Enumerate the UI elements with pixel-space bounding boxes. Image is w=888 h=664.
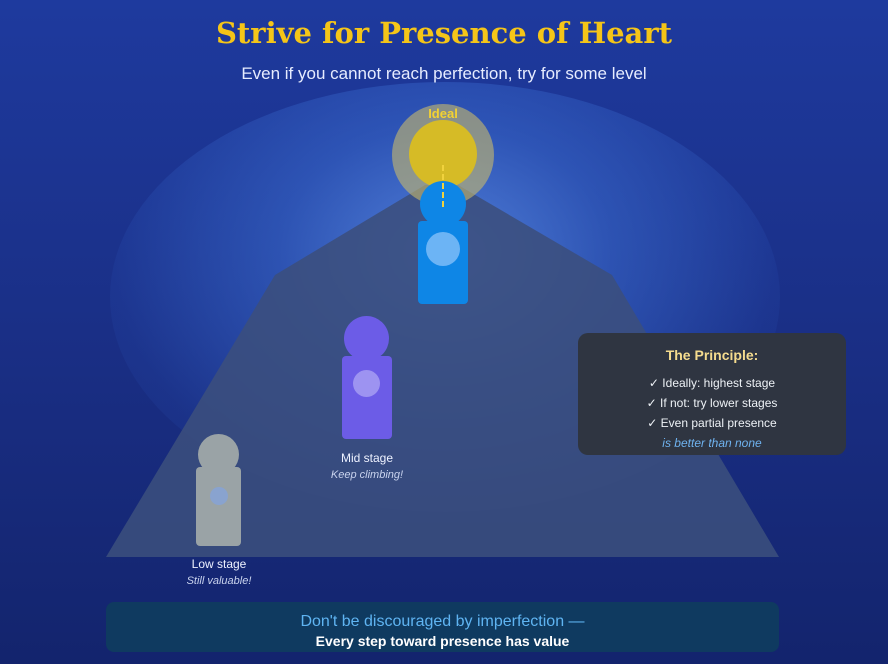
principle-item: ✓ If not: try lower stages xyxy=(646,396,778,410)
footer-banner: Don't be discouraged by imperfection — E… xyxy=(106,602,779,652)
principle-title: The Principle: xyxy=(665,347,759,363)
mountain-shape xyxy=(106,185,779,557)
principle-note: is better than none xyxy=(662,436,762,450)
low-figure-body xyxy=(196,467,241,546)
low-figure-heart-icon xyxy=(210,487,228,505)
principle-item: ✓ Even partial presence xyxy=(647,416,777,430)
sun-connector-line xyxy=(442,165,444,207)
low-stage-label: Low stage xyxy=(191,557,247,571)
page-subtitle: Even if you cannot reach perfection, try… xyxy=(241,64,647,83)
top-figure-heart-icon xyxy=(426,232,460,266)
mid-stage-label: Mid stage xyxy=(340,451,394,465)
mid-figure-head xyxy=(344,316,389,361)
principle-item: ✓ Ideally: highest stage xyxy=(648,376,776,390)
mid-stage-note: Keep climbing! xyxy=(330,469,404,481)
low-stage-note: Still valuable! xyxy=(186,575,252,587)
mid-figure-body xyxy=(342,356,392,439)
page-title: Strive for Presence of Heart xyxy=(215,16,673,50)
footer-line-2: Every step toward presence has value xyxy=(315,633,570,649)
mid-figure-heart-icon xyxy=(353,370,380,397)
principle-box: The Principle: ✓ Ideally: highest stage … xyxy=(578,333,846,455)
footer-line-1: Don't be discouraged by imperfection — xyxy=(300,613,585,630)
ideal-label: Ideal xyxy=(428,106,458,121)
